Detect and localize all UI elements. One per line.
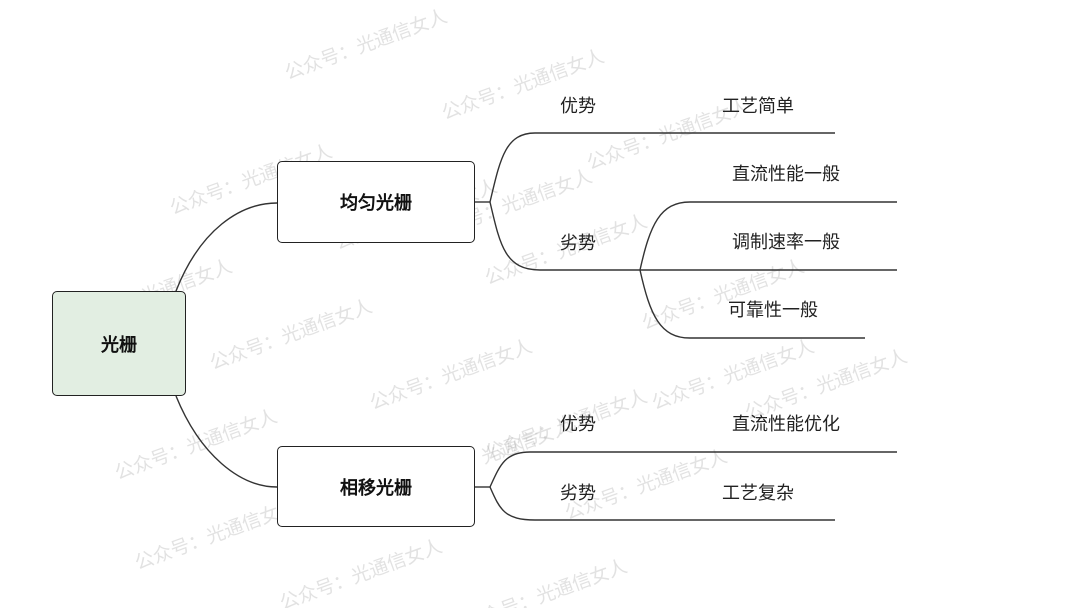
connector-root-to-phase <box>175 395 278 488</box>
uniform-disadvantage-item[interactable]: 调制速率一般 <box>732 232 840 253</box>
connector-uniform-disadvantage <box>489 201 897 271</box>
phase-disadvantage-label[interactable]: 劣势 <box>560 483 596 504</box>
uniform-advantage-label[interactable]: 优势 <box>560 96 596 117</box>
uniform-disadvantage-label[interactable]: 劣势 <box>560 233 596 254</box>
branch-node-phase-shift-grating[interactable]: 相移光栅 <box>277 446 475 527</box>
phase-advantage-label[interactable]: 优势 <box>560 414 596 435</box>
uniform-disadvantage-item[interactable]: 可靠性一般 <box>728 300 818 321</box>
uniform-advantage-item[interactable]: 工艺简单 <box>722 96 794 117</box>
phase-disadvantage-item[interactable]: 工艺复杂 <box>722 483 794 504</box>
phase-advantage-item[interactable]: 直流性能优化 <box>732 414 840 435</box>
root-label: 光栅 <box>101 334 137 356</box>
branch-node-uniform-grating[interactable]: 均匀光栅 <box>277 161 475 243</box>
connector-phase-disadvantage <box>489 486 835 521</box>
connector-phase-advantage <box>489 451 897 488</box>
branch-label: 相移光栅 <box>340 477 412 499</box>
connector-disadv-item3 <box>639 269 865 339</box>
root-node[interactable]: 光栅 <box>52 291 186 396</box>
branch-label: 均匀光栅 <box>340 193 412 214</box>
connector-disadv-item1 <box>639 201 897 271</box>
connector-root-to-uniform <box>175 202 278 292</box>
uniform-disadvantage-item[interactable]: 直流性能一般 <box>732 164 840 185</box>
connector-uniform-advantage <box>489 132 835 203</box>
